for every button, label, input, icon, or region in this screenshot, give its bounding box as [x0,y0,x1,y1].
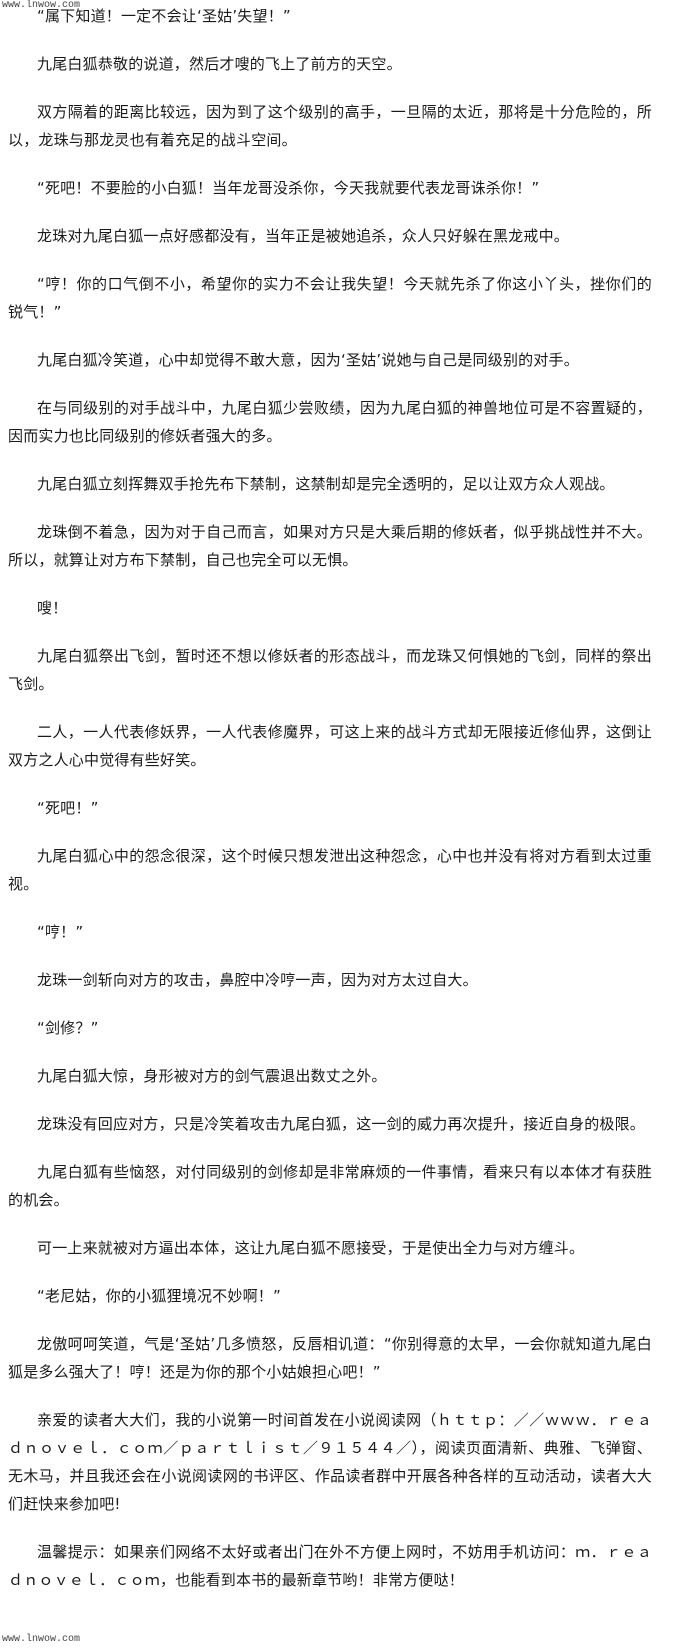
paragraph-17: 龙珠一剑斩向对方的攻击，鼻腔中冷哼一声，因为对方太过自大。 [37,971,478,989]
paragraph-22: 可一上来就被对方逼出本体，这让九尾白狐不愿接受，于是使出全力与对方缠斗。 [37,1239,585,1257]
paragraph-4: “死吧！不要脸的小白狐！当年龙哥没杀你，今天我就要代表龙哥诛杀你！” [37,179,540,197]
tip-paragraph: 温馨提示：如果亲们网络不太好或者出门在外不方便上网时，不妨用手机访问：ｍ．ｒｅａ… [8,1543,652,1589]
paragraph-20: 龙珠没有回应对方，只是冷笑着攻击九尾白狐，这一剑的威力再次提升，接近自身的极限。 [37,1115,646,1133]
article-body: “属下知道！一定不会让‘圣姑’失望！” 九尾白狐恭敬的说道，然后才嗖的飞上了前方… [0,2,680,1614]
paragraph-9: 九尾白狐立刻挥舞双手抢先布下禁制，这禁制却是完全透明的，足以让双方众人观战。 [37,475,615,493]
paragraph-7: 九尾白狐冷笑道，心中却觉得不敢大意，因为‘圣姑’说她与自己是同级别的对手。 [37,351,579,369]
paragraph-15: 九尾白狐心中的怨念很深，这个时候只想发泄出这种怨念，心中也并没有将对方看到太过重… [8,847,652,893]
paragraph-11: 嗖！ [37,599,68,617]
paragraph-8: 在与同级别的对手战斗中，九尾白狐少尝败绩，因为九尾白狐的神兽地位可是不容置疑的，… [8,399,652,445]
paragraph-2: 九尾白狐恭敬的说道，然后才嗖的飞上了前方的天空。 [37,55,402,73]
paragraph-12: 九尾白狐祭出飞剑，暂时还不想以修妖者的形态战斗，而龙珠又何惧她的飞剑，同样的祭出… [8,647,652,693]
paragraph-24: 龙傲呵呵笑道，气是‘圣姑’几多愤怒，反唇相讥道：“你别得意的太早，一会你就知道九… [8,1335,652,1381]
paragraph-1: “属下知道！一定不会让‘圣姑’失望！” [37,7,291,25]
paragraph-23: “老尼姑，你的小狐狸境况不妙啊！” [37,1287,281,1305]
paragraph-10: 龙珠倒不着急，因为对于自己而言，如果对方只是大乘后期的修妖者，似乎挑战性并不大。… [8,523,652,569]
promo-paragraph: 亲爱的读者大大们，我的小说第一时间首发在小说阅读网（ｈｔｔｐ：／／ｗｗｗ．ｒｅａ… [8,1411,652,1513]
paragraph-6: “哼！你的口气倒不小，希望你的实力不会让我失望！今天就先杀了你这小丫头，挫你们的… [8,275,652,321]
paragraph-14: “死吧！” [37,799,99,817]
watermark-top: www.lnwow.com [2,0,81,11]
paragraph-13: 二人，一人代表修妖界，一人代表修魔界，可这上来的战斗方式却无限接近修仙界，这倒让… [8,723,652,769]
paragraph-3: 双方隔着的距离比较远，因为到了这个级别的高手，一旦隔的太近，那将是十分危险的，所… [8,103,652,149]
watermark-bottom: www.lnwow.com [2,1634,81,1645]
paragraph-18: “剑修？” [37,1019,99,1037]
paragraph-16: “哼！” [37,923,84,941]
paragraph-19: 九尾白狐大惊，身形被对方的剑气震退出数丈之外。 [37,1067,387,1085]
paragraph-21: 九尾白狐有些恼怒，对付同级别的剑修却是非常麻烦的一件事情，看来只有以本体才有获胜… [8,1163,652,1209]
paragraph-5: 龙珠对九尾白狐一点好感都没有，当年正是被她追杀，众人只好躲在黑龙戒中。 [37,227,570,245]
